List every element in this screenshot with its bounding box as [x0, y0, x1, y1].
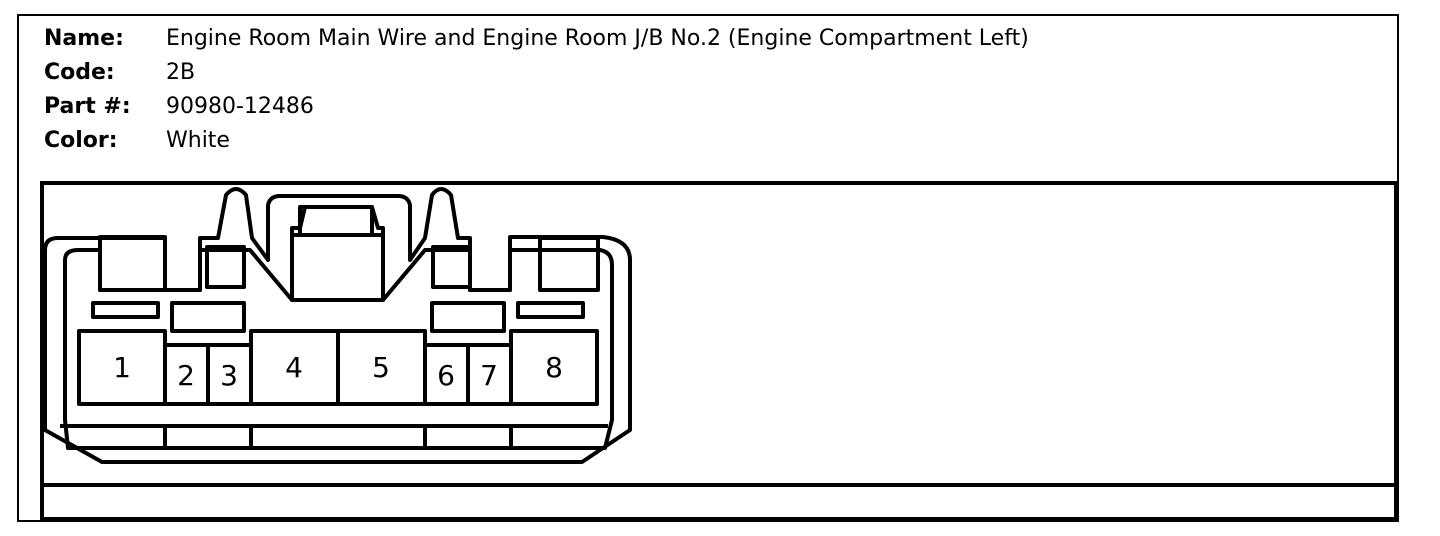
diagram-frame — [40, 181, 1398, 521]
pin-label-5: 5 — [372, 351, 390, 384]
cavity-8 — [509, 329, 599, 406]
pin-label-3: 3 — [220, 359, 238, 392]
color-row: Color: White — [44, 124, 1029, 158]
name-value: Engine Room Main Wire and Engine Room J/… — [166, 26, 1029, 51]
connector-housing-outer — [43, 187, 632, 464]
pin-label-6: 6 — [437, 359, 455, 392]
latch-center-body — [290, 233, 385, 302]
pin-label-8: 8 — [545, 351, 563, 384]
code-value: 2B — [166, 60, 196, 85]
slot-4 — [516, 301, 585, 319]
part-value: 90980-12486 — [166, 94, 314, 119]
part-row: Part #: 90980-12486 — [44, 90, 1029, 124]
part-label: Part #: — [44, 94, 131, 119]
color-label: Color: — [44, 128, 118, 153]
latch-right-inner — [431, 245, 472, 289]
latch-right — [538, 236, 600, 292]
diagram-footer-divider — [40, 483, 1398, 487]
name-label: Name: — [44, 26, 124, 51]
code-label: Code: — [44, 60, 115, 85]
slot-2 — [170, 301, 246, 333]
slot-1 — [91, 301, 160, 319]
pin-label-4: 4 — [285, 351, 303, 384]
color-value: White — [166, 128, 230, 153]
connector-info: Name: Engine Room Main Wire and Engine R… — [44, 22, 1029, 158]
connector-housing-inner — [63, 205, 614, 450]
pin-label-1: 1 — [113, 351, 131, 384]
latch-left-inner — [205, 245, 246, 289]
code-row: Code: 2B — [44, 56, 1029, 90]
latch-center — [298, 205, 374, 237]
latch-left — [98, 236, 167, 292]
name-row: Name: Engine Room Main Wire and Engine R… — [44, 22, 1029, 56]
slot-3 — [430, 301, 506, 333]
pin-label-2: 2 — [177, 359, 195, 392]
connector-info-panel — [17, 14, 1399, 522]
pin-label-7: 7 — [480, 359, 498, 392]
